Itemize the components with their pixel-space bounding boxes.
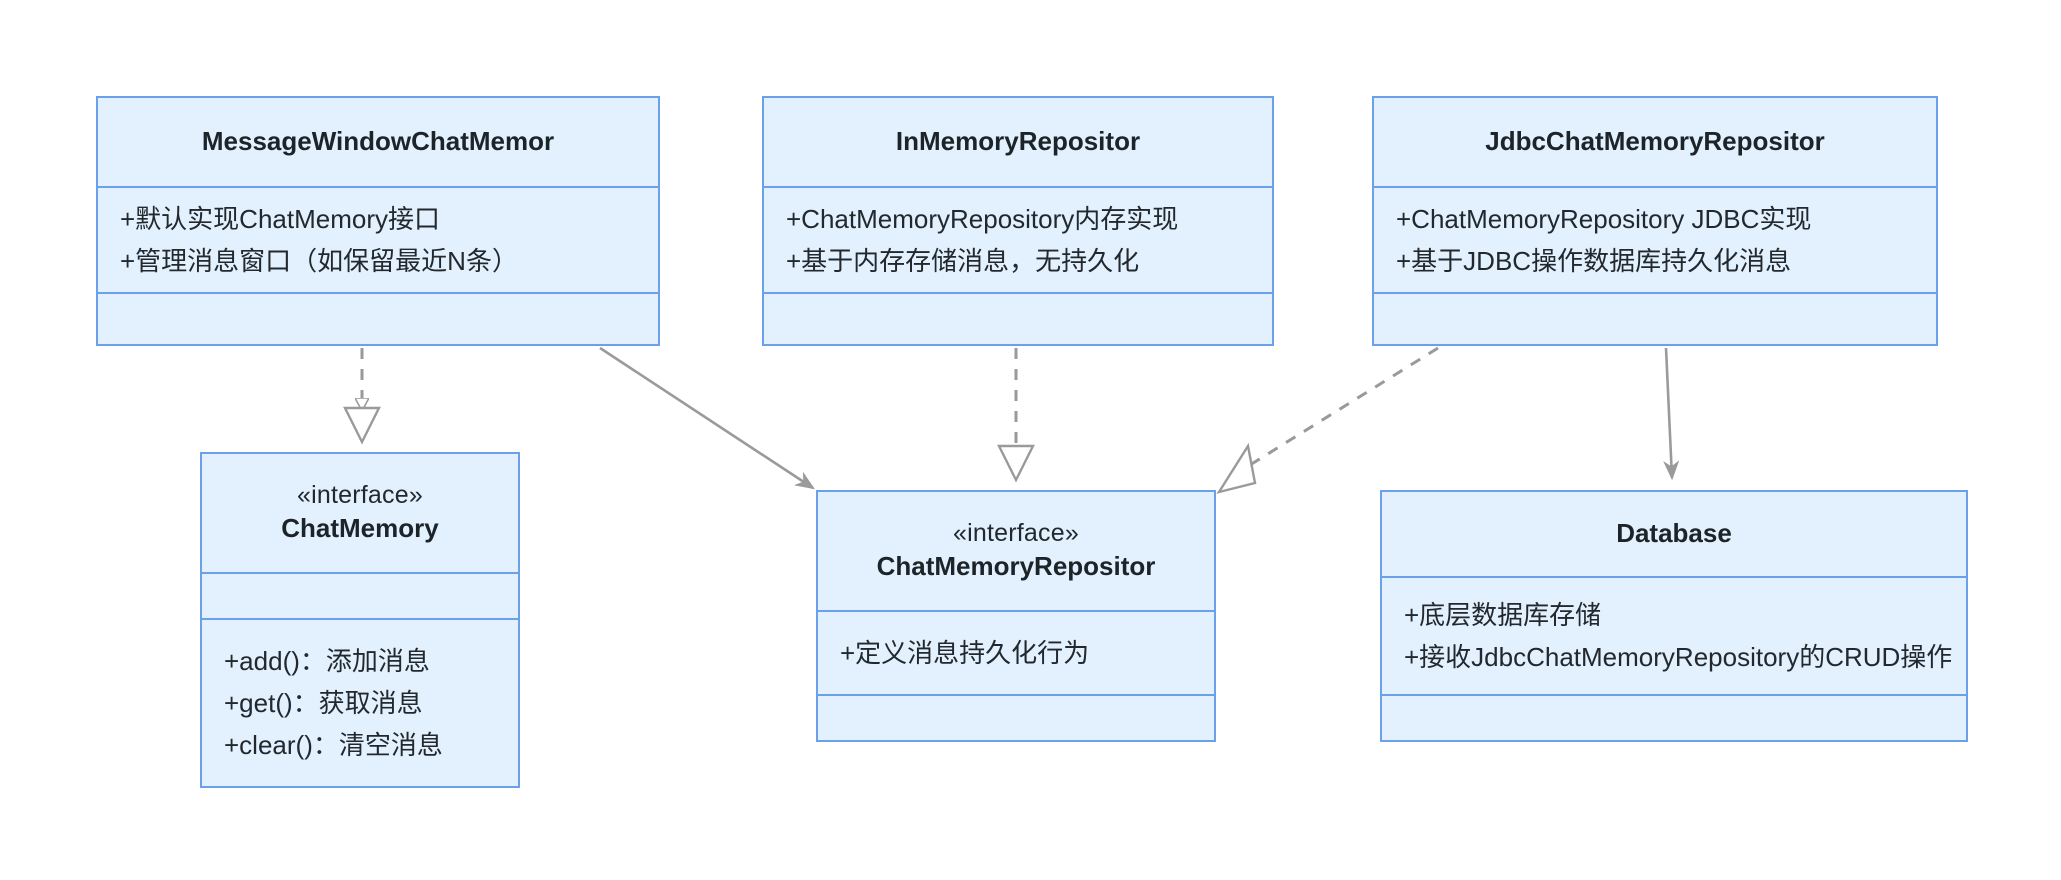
class-message-window-chat-memory[interactable]: MessageWindowChatMemor +默认实现ChatMemory接口… <box>96 96 660 346</box>
class-methods-compartment <box>764 292 1272 344</box>
class-title-compartment: «interface» ChatMemoryRepositor <box>818 492 1214 610</box>
class-chat-memory-repository[interactable]: «interface» ChatMemoryRepositor +定义消息持久化… <box>816 490 1216 742</box>
class-methods-compartment: +add()：添加消息 +get()：获取消息 +clear()：清空消息 <box>202 618 518 786</box>
class-methods-compartment <box>98 292 658 344</box>
method-line: +clear()：清空消息 <box>224 730 443 761</box>
method-line: +add()：添加消息 <box>224 645 430 676</box>
class-methods-compartment <box>818 694 1214 740</box>
class-attributes-compartment <box>202 572 518 618</box>
class-name-label: InMemoryRepositor <box>895 126 1141 157</box>
edge-jdbc-realizes-repository <box>1216 346 1439 494</box>
attribute-line: +默认实现ChatMemory接口 <box>120 203 440 234</box>
attribute-line: +底层数据库存储 <box>1404 599 1602 630</box>
class-attributes-compartment: +ChatMemoryRepository内存实现 +基于内存存储消息，无持久化 <box>764 186 1272 292</box>
class-title-compartment: Database <box>1382 492 1966 576</box>
class-in-memory-repository[interactable]: InMemoryRepositor +ChatMemoryRepository内… <box>762 96 1274 346</box>
attribute-line: +基于JDBC操作数据库持久化消息 <box>1396 246 1792 276</box>
class-name-label: ChatMemory <box>281 512 439 543</box>
attribute-line: +接收JdbcChatMemoryRepository的CRUD操作 <box>1404 642 1953 672</box>
edge-inmemory-realizes-repository <box>997 348 1035 483</box>
class-title-compartment: MessageWindowChatMemor <box>98 98 658 186</box>
class-name-label: JdbcChatMemoryRepositor <box>1485 126 1825 157</box>
class-chat-memory[interactable]: «interface» ChatMemory +add()：添加消息 +get(… <box>200 452 520 788</box>
attribute-line: +管理消息窗口（如保留最近N条） <box>120 246 518 276</box>
attribute-line: +基于内存存储消息，无持久化 <box>786 246 1140 276</box>
class-name-label: ChatMemoryRepositor <box>876 550 1156 581</box>
class-stereotype-label: «interface» <box>953 519 1079 548</box>
class-stereotype-label: «interface» <box>297 481 423 510</box>
attribute-line: +ChatMemoryRepository JDBC实现 <box>1396 203 1812 234</box>
attribute-line: +ChatMemoryRepository内存实现 <box>786 203 1179 234</box>
class-title-compartment: InMemoryRepositor <box>764 98 1272 186</box>
method-line: +get()：获取消息 <box>224 687 423 718</box>
edge-jdbc-uses-database <box>1666 347 1672 478</box>
class-methods-compartment <box>1382 694 1966 740</box>
attribute-line: +定义消息持久化行为 <box>840 637 1090 668</box>
class-attributes-compartment: +定义消息持久化行为 <box>818 610 1214 694</box>
class-title-compartment: «interface» ChatMemory <box>202 454 518 572</box>
class-jdbc-chat-memory-repository[interactable]: JdbcChatMemoryRepositor +ChatMemoryRepos… <box>1372 96 1938 346</box>
class-attributes-compartment: +底层数据库存储 +接收JdbcChatMemoryRepository的CRU… <box>1382 576 1966 694</box>
class-name-label: MessageWindowChatMemor <box>201 126 555 157</box>
class-attributes-compartment: +默认实现ChatMemory接口 +管理消息窗口（如保留最近N条） <box>98 186 658 292</box>
class-attributes-compartment: +ChatMemoryRepository JDBC实现 +基于JDBC操作数据… <box>1374 186 1936 292</box>
edge-mwcm-realizes-chatmemory <box>343 348 381 445</box>
edge-mwcm-uses-repository <box>599 346 813 488</box>
class-title-compartment: JdbcChatMemoryRepositor <box>1374 98 1936 186</box>
class-methods-compartment <box>1374 292 1936 344</box>
class-name-label: Database <box>1616 518 1732 549</box>
class-database[interactable]: Database +底层数据库存储 +接收JdbcChatMemoryRepos… <box>1380 490 1968 742</box>
